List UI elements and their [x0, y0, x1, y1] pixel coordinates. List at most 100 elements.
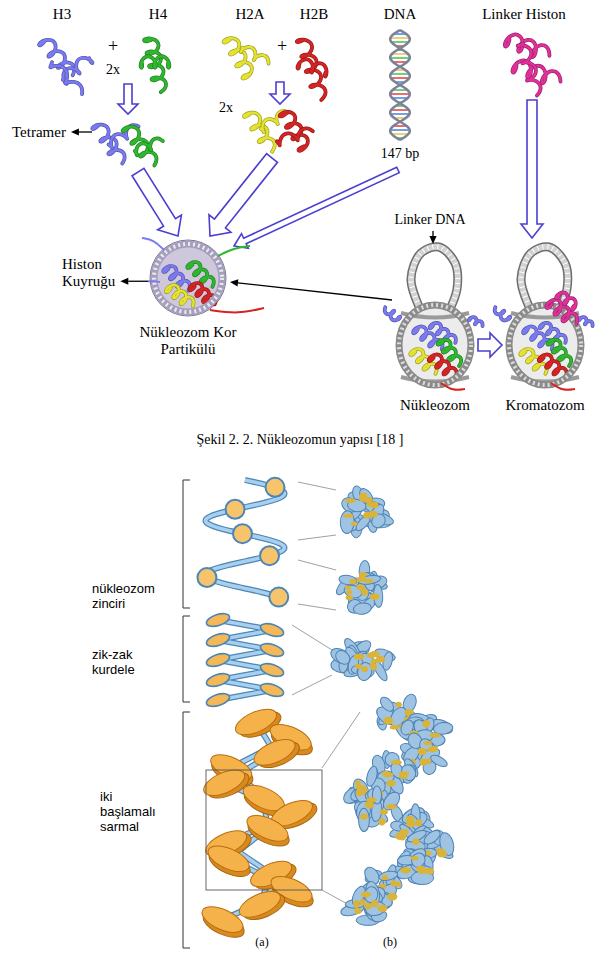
histone-spot [411, 856, 419, 860]
protein-helix [429, 355, 457, 378]
helix-outline [141, 56, 170, 67]
histone-name: H4 [149, 6, 167, 23]
helix-ribbon [518, 43, 541, 95]
chromatin-rendering [340, 880, 388, 925]
dna-turn [429, 753, 449, 769]
histone-spot [361, 666, 368, 672]
dna-turn [338, 574, 357, 586]
histone-spot [354, 654, 365, 660]
nucleosome-bead [266, 478, 285, 497]
helix-ribbon [141, 56, 170, 67]
histone-spot [380, 809, 388, 814]
histone-spot [428, 746, 438, 752]
helix-ribbon [539, 355, 567, 378]
helix-outline [297, 40, 326, 100]
histone-spot [415, 819, 422, 826]
plus-sign: + [108, 36, 118, 57]
linker-dna [411, 247, 458, 311]
arrow-head [429, 236, 436, 244]
histone-spot [361, 589, 368, 596]
histone-spot [395, 702, 401, 708]
helix-outline [556, 293, 576, 310]
histone-spot [421, 868, 428, 872]
helix-outline [539, 355, 567, 378]
base-pair [391, 41, 409, 43]
nucleosome-bead [259, 681, 285, 699]
histone-name: H3 [53, 6, 71, 23]
dna-wrap [154, 244, 222, 312]
histone-spot [376, 656, 385, 663]
nucleosome-body [507, 303, 583, 387]
histone-spot [436, 848, 445, 853]
bracket [183, 616, 190, 702]
histone-spot [346, 590, 352, 595]
histone-name: H2B [300, 6, 328, 23]
histone-spot [367, 797, 377, 802]
histone-spot [365, 579, 374, 583]
nucleosome-bead [205, 691, 231, 709]
bracket [183, 712, 190, 948]
histone-tail [385, 307, 401, 320]
linker-histone [556, 293, 576, 310]
dna-wrap [509, 305, 581, 385]
histone-spot [371, 663, 377, 670]
dna-wrap [154, 244, 222, 312]
dna-turn [378, 695, 396, 714]
level-label: zik-zak kurdele [92, 648, 174, 678]
assembly-arrow [478, 333, 502, 357]
histone-spot [412, 838, 419, 845]
plus-sign: + [277, 36, 287, 57]
nucleosome-core-particle [142, 238, 264, 316]
histone-protein [50, 62, 82, 94]
histone-spot [345, 498, 356, 503]
bracket [183, 480, 190, 608]
base-pair [391, 77, 410, 79]
protein-helix [539, 355, 567, 378]
helix-outline [579, 317, 593, 326]
leader-line [298, 535, 336, 540]
histone-spot [386, 804, 397, 809]
histone-spot [386, 780, 395, 786]
cylinder-face [250, 734, 298, 770]
structure-name: Kromatozom [505, 397, 584, 414]
arrow-shaft [238, 283, 392, 300]
histone-spot [387, 893, 397, 901]
histone-spot [361, 892, 371, 898]
dna-turn [364, 900, 386, 917]
histone-spot [430, 733, 441, 738]
pointer-arrow [230, 279, 392, 300]
nucleosome-bead [259, 641, 285, 659]
helix-ribbon [429, 355, 457, 378]
helix-ribbon [546, 300, 577, 324]
cylinder-face [198, 902, 246, 938]
dna-wrap [399, 305, 471, 385]
zigzag-ribbon [205, 611, 285, 709]
histone-protein [135, 138, 163, 155]
arrow-shaft [128, 281, 148, 282]
dna-turn [378, 870, 398, 882]
dna-wrap [509, 305, 581, 385]
nucleosome-bead [205, 631, 231, 649]
cylinder-face [204, 841, 252, 877]
dna-wrap [399, 305, 471, 385]
arrow-shaft [79, 131, 92, 132]
molecule-name: DNA [384, 6, 417, 23]
dna-ribbon [206, 480, 285, 602]
histone-tail [469, 317, 483, 326]
linker-dna [411, 247, 458, 311]
nucleosome-bead [226, 500, 245, 519]
assembly-arrow [132, 168, 181, 236]
dna-turn [353, 602, 372, 616]
histone-tail [441, 383, 465, 390]
helix-outline [385, 307, 401, 320]
helix-ribbon [297, 40, 326, 100]
core-disc [150, 240, 226, 316]
helix-outline [135, 138, 163, 155]
helix-outline [429, 355, 457, 378]
dna-strand [390, 30, 410, 140]
histone-spot [376, 657, 382, 663]
histone-protein [277, 128, 313, 145]
level-label: iki başlamalı sarmal [100, 790, 164, 835]
helix-outline [50, 62, 82, 94]
